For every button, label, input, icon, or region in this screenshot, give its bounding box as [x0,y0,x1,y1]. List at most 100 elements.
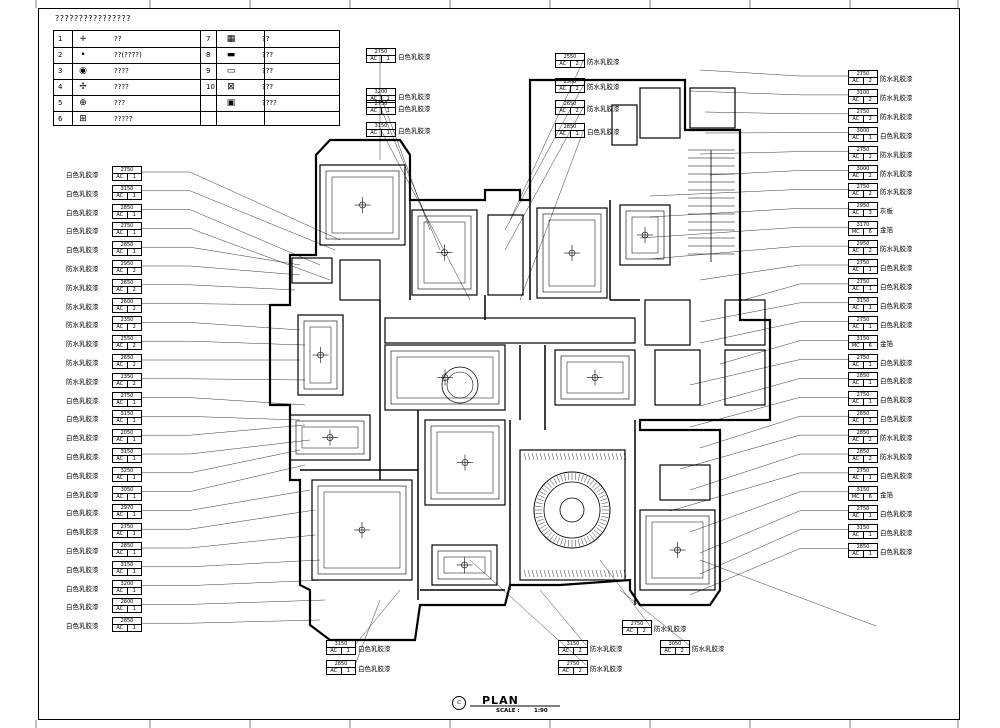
legend-num: 7 [206,35,211,43]
ornament-hatch [535,569,539,578]
top-label-text: 白色乳胶漆 [398,53,431,61]
legend-num: 1 [58,35,63,43]
leader-line [649,189,801,197]
ornament-hatch [575,569,579,578]
leader-line [599,559,651,627]
legend-item: 2•??(????) [58,50,142,60]
bottom-label-text: 防水乳胶漆 [692,645,725,653]
top-label-text: 白色乳胶漆 [398,105,431,113]
leader-line [689,453,801,491]
right-label-text: 白色乳胶漆 [880,301,913,310]
right-label-text: 金箔 [880,339,893,348]
lamp-icon [326,434,334,441]
legend-header: ???????????????? [55,14,131,23]
ornament-hatch [594,485,600,491]
room-kitchen-inner2 [301,426,359,449]
legend-item: 10⊠??? [206,82,273,92]
left-label-text: 白色乳胶漆 [66,189,99,198]
right-label-text: 防水乳胶漆 [880,188,913,197]
ornament-hatch [551,452,555,461]
ornament-hatch [539,524,547,529]
left-label-text: 白色乳胶漆 [66,565,99,574]
ornament-hatch [555,569,559,578]
ornament-hatch [596,527,603,532]
right-label-text: 白色乳胶漆 [880,320,913,329]
lamp-icon [441,249,448,256]
leader-line [699,302,801,323]
room-small-1-inner [625,210,665,260]
legend-item: 1+?? [58,34,121,44]
room-master-inner2 [323,491,401,569]
ornament-hatch [567,452,571,461]
ornament-hatch [559,452,563,461]
ornament-hatch [615,452,619,461]
room-living-1 [536,207,608,299]
lamp-icon [674,546,681,554]
leader-line [699,69,801,77]
table-circle [446,371,474,399]
leader-line [189,509,316,530]
room-wc-1 [291,257,333,284]
lamp-icon [568,249,576,257]
room-top-2 [689,87,736,129]
leader-line [519,128,585,301]
leader-line [504,83,585,231]
room-feature [519,449,626,581]
ornament-hatch [547,482,553,488]
right-label-text: 防水乳胶漆 [880,434,913,443]
ornament-hatch [523,452,527,461]
leader-line [699,321,801,344]
ornament-hatch [555,452,559,461]
legend-text: ??? [262,83,274,91]
legend-num: 5 [58,99,63,107]
ornament-hatch [535,452,539,461]
left-label-text: 白色乳胶漆 [66,415,99,424]
ornament-hatch [551,569,555,578]
left-label-text: 白色乳胶漆 [66,528,99,537]
ornament-hatch [591,482,597,488]
ornament-hatch [536,498,544,501]
ornament-circle [559,497,585,523]
right-label-text: 白色乳胶漆 [880,471,913,480]
room-bedroom-4-inner [645,515,710,585]
ornament-hatch [615,569,619,578]
legend-num: 2 [58,51,63,59]
leader-line [189,171,341,241]
room-wc-2 [339,259,381,301]
leader-line [689,548,801,596]
room-master-inner [317,485,407,575]
legend-item: 7▦?? [206,34,269,44]
top-label-text: 白色乳胶漆 [398,127,431,135]
leader-line [189,489,311,511]
leader-line [689,90,801,96]
room-wc-4 [724,349,766,406]
right-label-text: 白色乳胶漆 [880,415,913,424]
left-label-text: 白色乳胶漆 [66,622,99,631]
ornament-hatch [601,516,609,518]
ornament-hatch [553,535,558,543]
ornament-hatch [567,473,570,481]
leader-line [689,359,801,386]
leader-line [189,449,301,473]
leader-line [699,151,801,155]
ornament-hatch [594,529,600,535]
ornament-hatch [611,569,615,578]
ornament-hatch [538,522,545,526]
legend-text: ???? [114,67,129,75]
leader-line [679,434,801,470]
right-label-text: 白色乳胶漆 [880,528,913,537]
